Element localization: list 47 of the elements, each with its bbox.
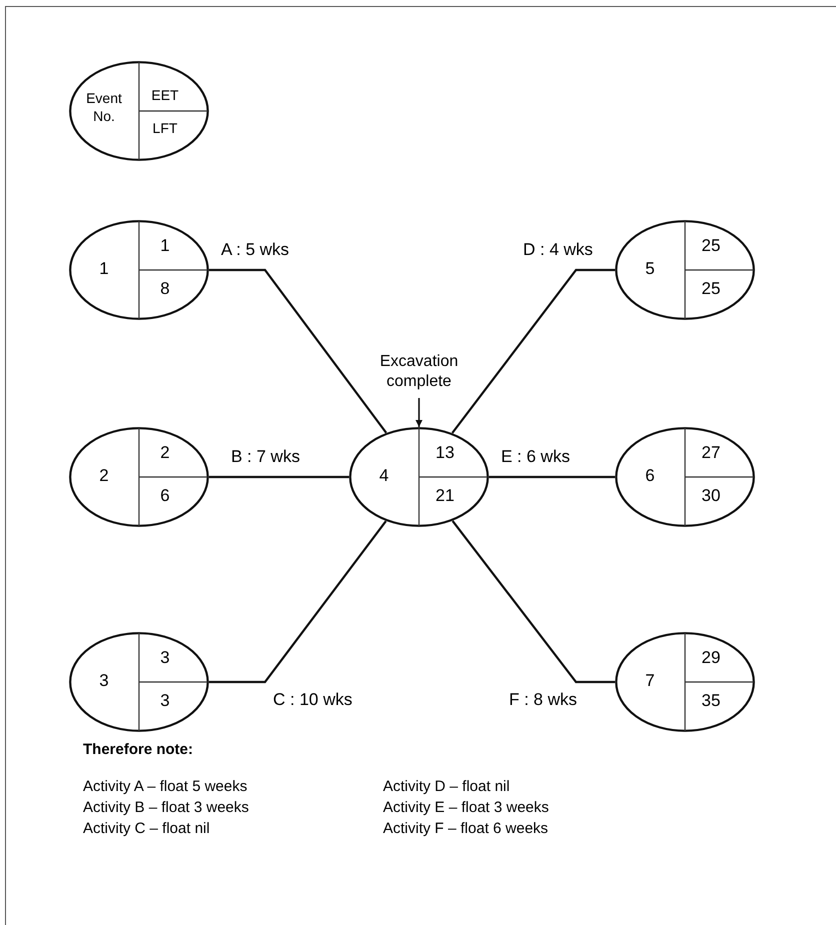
event-ellipse bbox=[69, 632, 209, 732]
event-number: 1 bbox=[98, 258, 110, 280]
latest-time: 30 bbox=[700, 485, 722, 507]
earliest-time: 13 bbox=[434, 442, 456, 464]
event-ellipse bbox=[615, 427, 755, 527]
latest-time: 6 bbox=[159, 485, 171, 507]
event-number: Event No. bbox=[85, 89, 123, 125]
earliest-time: 27 bbox=[700, 442, 722, 464]
note-heading: Therefore note: bbox=[83, 740, 194, 760]
earliest-time: 3 bbox=[159, 647, 171, 669]
activity-line bbox=[489, 476, 615, 478]
activity-line bbox=[209, 476, 349, 478]
event-ellipse bbox=[69, 427, 209, 527]
event-ellipse bbox=[349, 427, 489, 527]
note-line: Activity A – float 5 weeks bbox=[83, 777, 248, 797]
milestone-note: Excavation complete bbox=[359, 352, 479, 392]
earliest-time: 1 bbox=[159, 235, 171, 257]
event-ellipse bbox=[69, 61, 209, 161]
event-number: 6 bbox=[644, 465, 656, 487]
note-line: Activity C – float nil bbox=[83, 819, 210, 839]
event-ellipse bbox=[69, 220, 209, 320]
earliest-time: 25 bbox=[700, 235, 722, 257]
latest-time: 25 bbox=[700, 278, 722, 300]
earliest-time: 2 bbox=[159, 442, 171, 464]
activity-line bbox=[209, 520, 387, 684]
earliest-time: 29 bbox=[700, 647, 722, 669]
latest-time: 35 bbox=[700, 690, 722, 712]
activity-line bbox=[452, 520, 615, 684]
latest-time: LFT bbox=[152, 119, 178, 137]
event-number: 5 bbox=[644, 258, 656, 280]
note-line: Activity D – float nil bbox=[383, 777, 510, 797]
latest-time: 3 bbox=[159, 690, 171, 712]
note-line: Activity E – float 3 weeks bbox=[383, 798, 549, 818]
event-ellipse bbox=[615, 220, 755, 320]
earliest-time: EET bbox=[150, 86, 180, 104]
note-line: Activity F – float 6 weeks bbox=[383, 819, 548, 839]
activity-line bbox=[451, 268, 615, 434]
arrow bbox=[416, 398, 422, 427]
event-ellipse bbox=[615, 632, 755, 732]
activity-line bbox=[209, 268, 388, 434]
event-number: 7 bbox=[644, 670, 656, 692]
latest-time: 8 bbox=[159, 278, 171, 300]
note-line: Activity B – float 3 weeks bbox=[83, 798, 249, 818]
event-number: 2 bbox=[98, 465, 110, 487]
event-number: 4 bbox=[378, 465, 390, 487]
latest-time: 21 bbox=[434, 485, 456, 507]
event-number: 3 bbox=[98, 670, 110, 692]
